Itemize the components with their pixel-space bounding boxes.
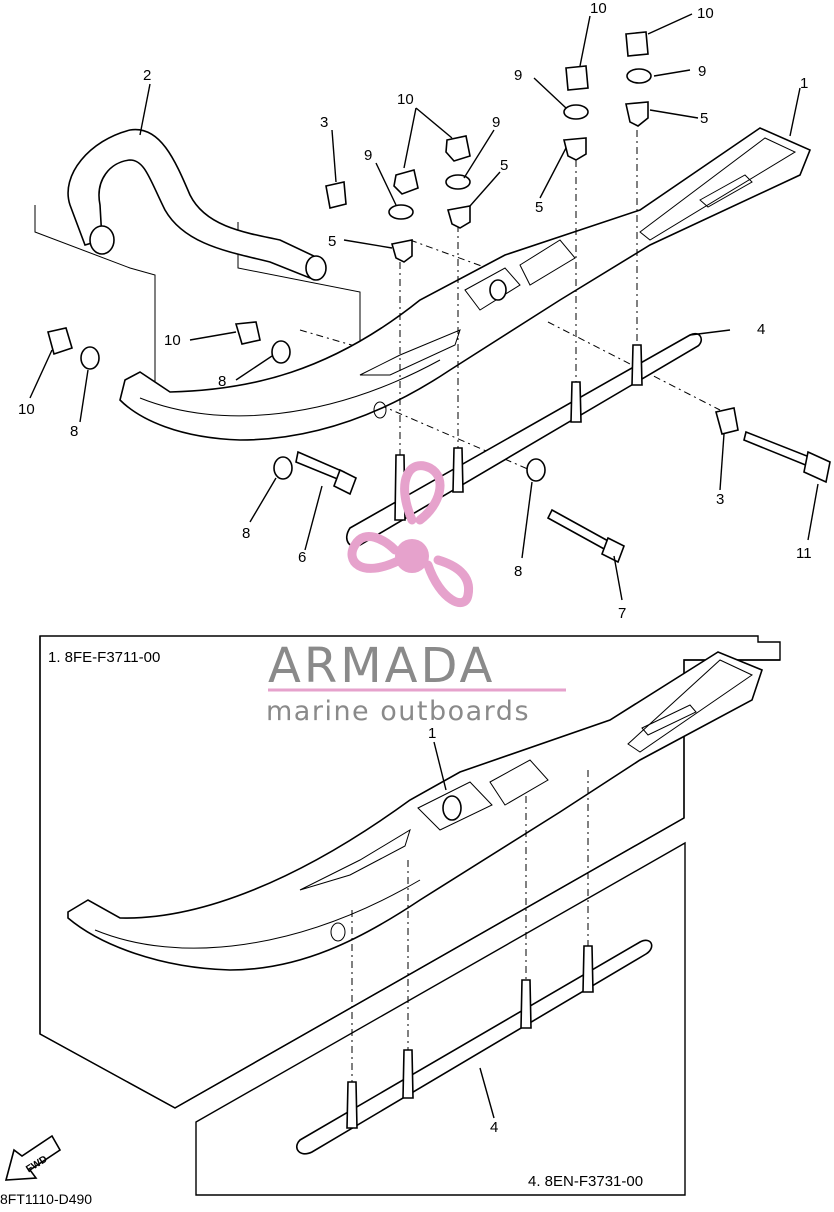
callout-10: 10 [164,332,181,349]
callout-3: 3 [320,114,328,131]
hardware-nuts-washers [47,31,831,564]
callout-11: 11 [796,545,812,562]
callout-10: 10 [397,91,414,108]
callout-5: 5 [535,199,543,216]
runner-assembly-label: 4. 8EN-F3731-00 [528,1173,643,1190]
propeller-logo-icon [347,461,474,608]
callout-10: 10 [18,401,35,418]
callout-numbers: 2 3 10 9 9 5 5 5 10 9 10 9 5 1 4 10 8 10… [18,0,812,622]
lower-ski-body [67,651,763,971]
stud-leaders [399,130,638,455]
callout-8: 8 [70,423,78,440]
armada-watermark: ARMADA marine outboards [266,461,566,727]
runner-assembly-box: 4. 8EN-F3731-00 [195,841,686,1196]
callout-6: 6 [298,549,306,566]
callout-8: 8 [218,373,226,390]
callout-8: 8 [514,563,522,580]
callout-1-sub: 1 [428,725,436,742]
callout-3: 3 [716,491,724,508]
leader-sub4 [479,1067,495,1119]
watermark-tagline: marine outboards [266,696,530,727]
callout-4: 4 [757,321,765,338]
callout-9: 9 [698,63,706,80]
callout-4-sub: 4 [490,1119,498,1136]
document-code: 8FT1110-D490 [0,1191,92,1207]
callout-2: 2 [143,67,151,84]
lower-runner [296,770,653,1155]
callout-9: 9 [514,67,522,84]
callout-5: 5 [500,157,508,174]
callout-10: 10 [590,0,607,17]
watermark-brand: ARMADA [268,638,495,694]
upper-exploded-view: 2 3 10 9 9 5 5 5 10 9 10 9 5 1 4 10 8 10… [18,0,831,622]
callout-9: 9 [364,147,372,164]
callout-9: 9 [492,114,500,131]
callout-8: 8 [242,525,250,542]
callout-leaders [29,13,819,601]
callout-10: 10 [697,5,714,22]
leader-sub1 [433,741,447,791]
callout-1: 1 [800,75,808,92]
part-1-ski-body [119,127,812,441]
callout-7: 7 [618,605,626,622]
callout-5: 5 [700,110,708,127]
ski-assembly-label: 1. 8FE-F3711-00 [48,649,160,666]
part-2-steering-handle [67,128,327,281]
fwd-arrow-icon: FWD [4,1134,62,1181]
callout-5: 5 [328,233,336,250]
